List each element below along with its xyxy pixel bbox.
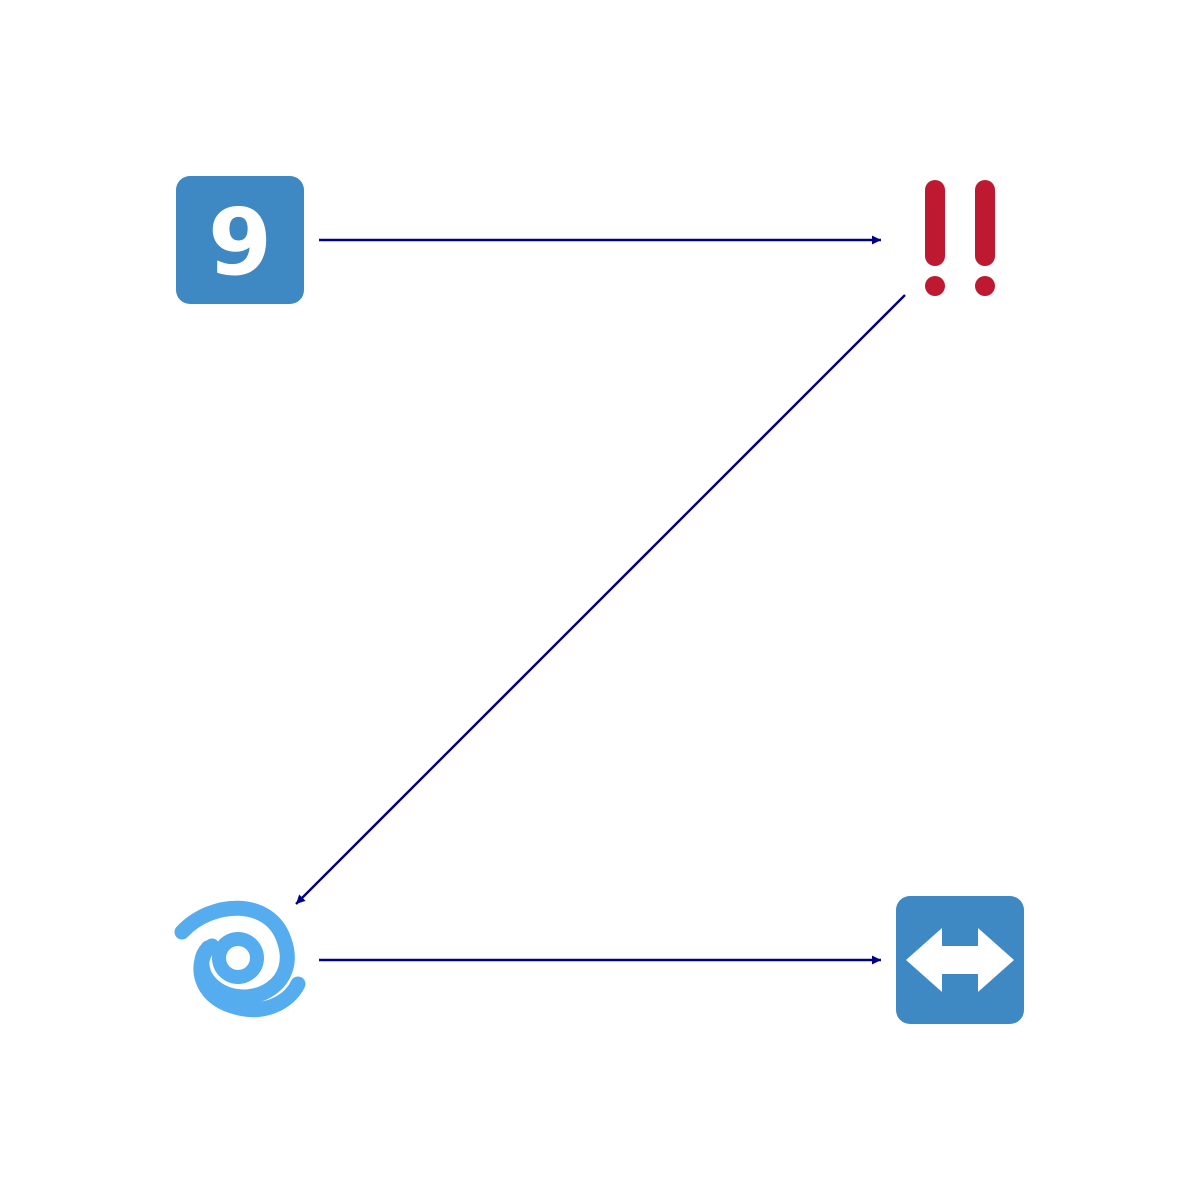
- node-keycap-nine: 9: [176, 176, 304, 304]
- edge-exclamation-to-cyclone: [295, 294, 906, 905]
- keycap-digit-label: 9: [208, 189, 272, 296]
- double-exclamation-mark-icon: [925, 180, 995, 296]
- left-right-arrow-glyph: [906, 928, 1014, 992]
- node-left-right-arrow: [896, 896, 1024, 1024]
- cyclone-icon: [174, 900, 306, 1017]
- keycap-digit-nine-icon: [176, 176, 304, 304]
